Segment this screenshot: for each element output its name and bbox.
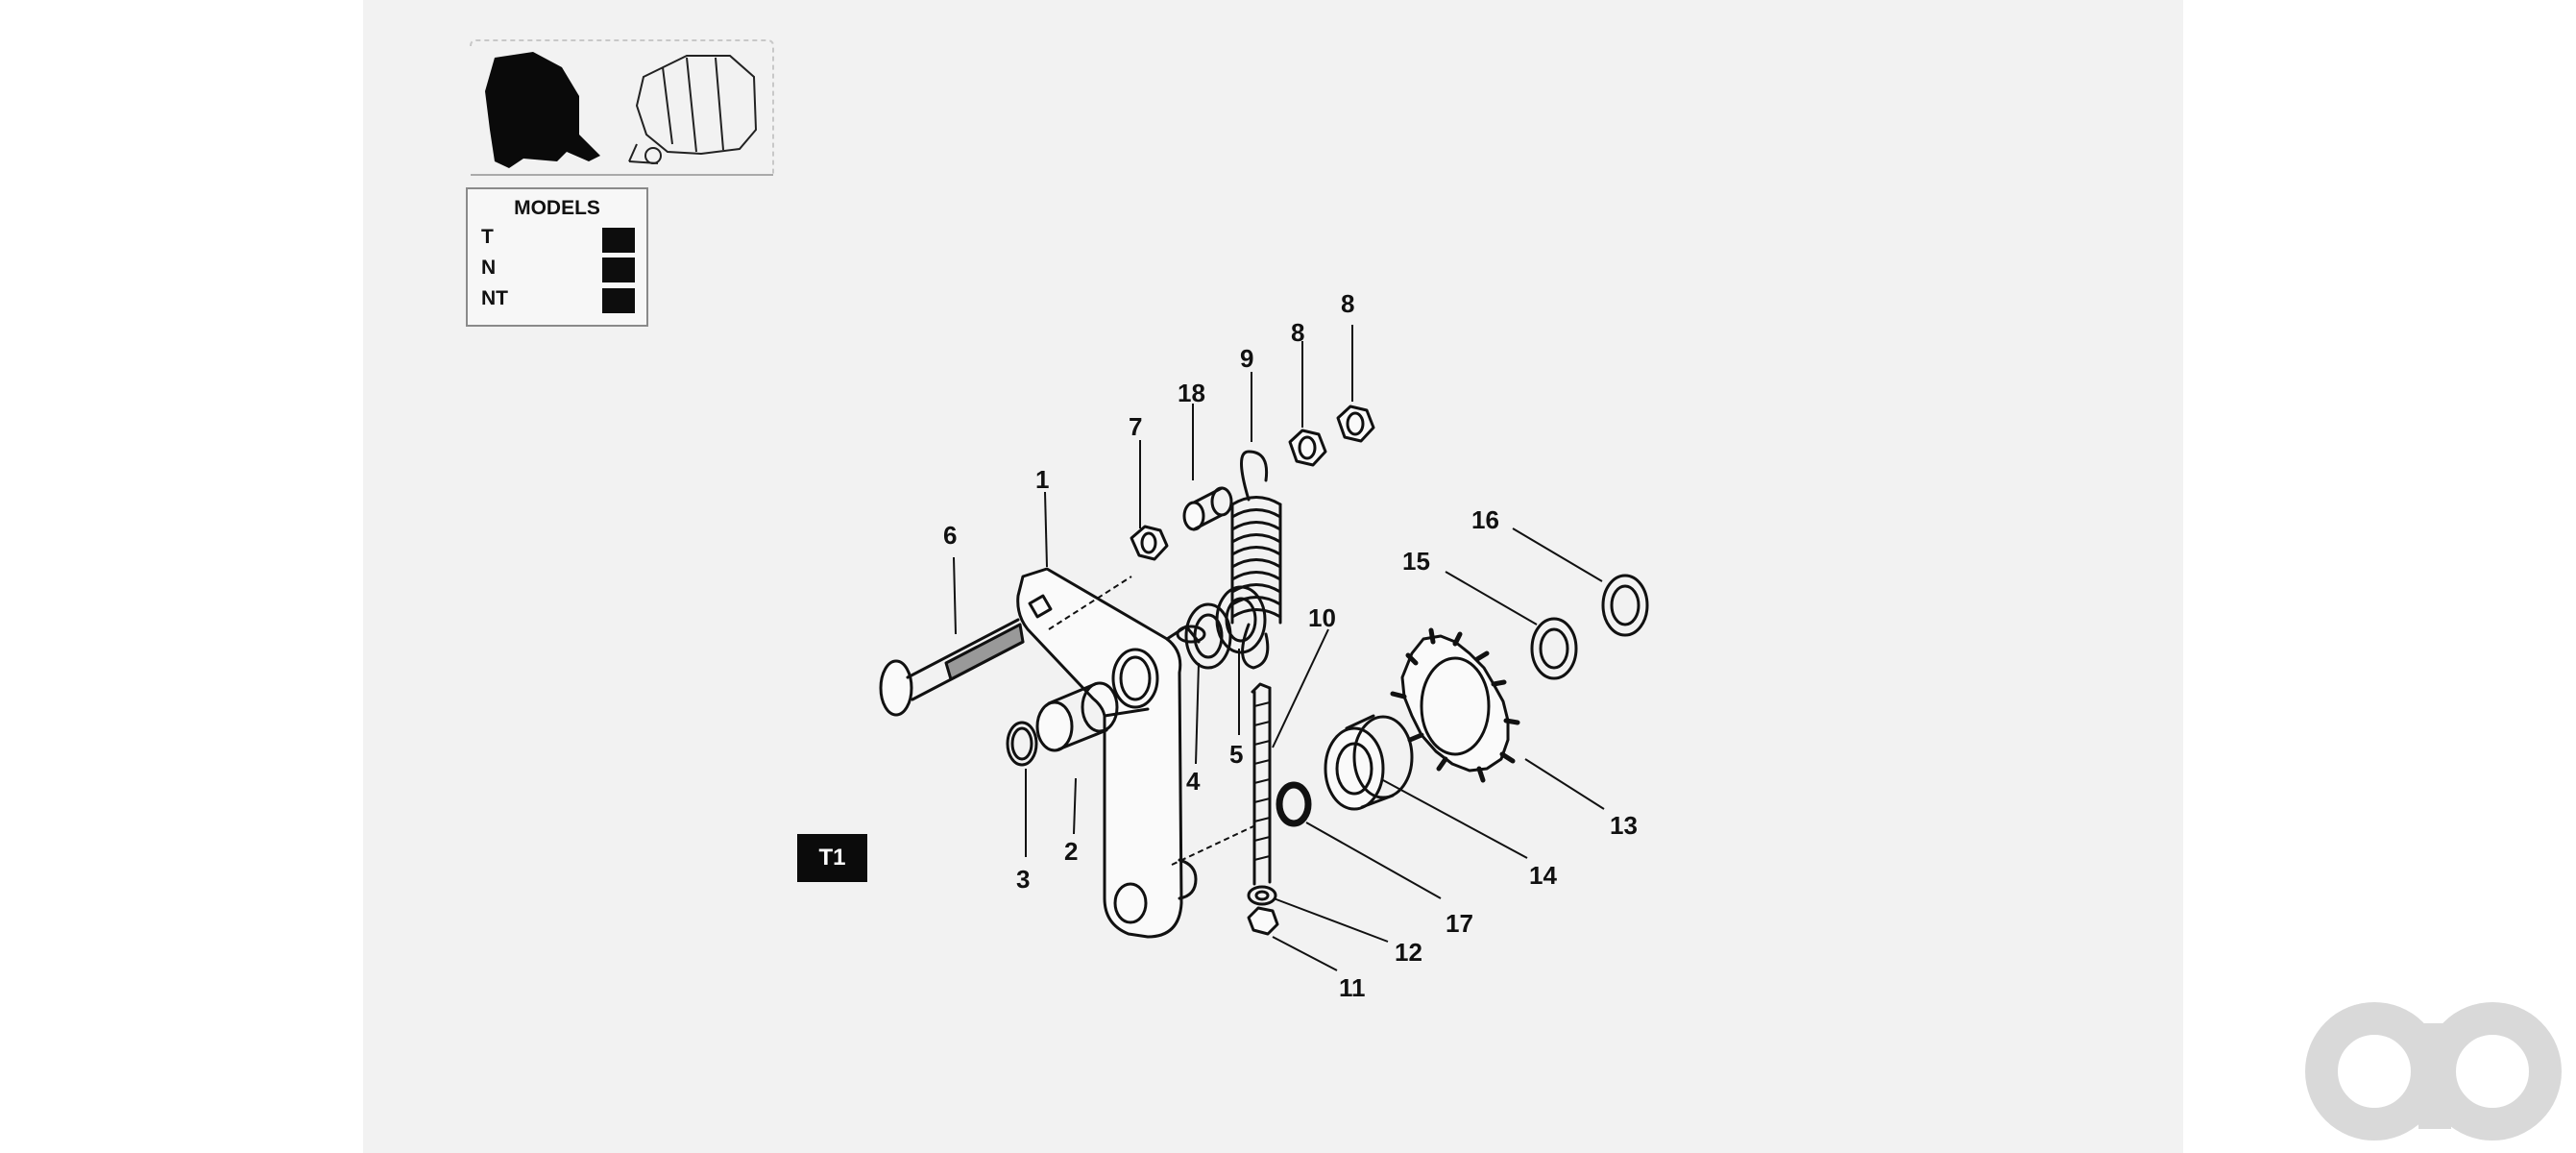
bolt [879, 618, 1025, 717]
bearing [1324, 714, 1414, 811]
callout-6: 6 [943, 521, 957, 550]
washer [1530, 617, 1578, 680]
ao-logo-icon [2305, 1002, 2562, 1141]
nut [1288, 429, 1327, 467]
tension-spring [1230, 450, 1282, 670]
callout-4: 4 [1186, 767, 1201, 796]
washer [1601, 574, 1649, 637]
nut [1336, 405, 1375, 443]
callout-5: 5 [1229, 740, 1243, 769]
callout-12: 12 [1395, 938, 1422, 967]
callout-1: 1 [1035, 465, 1049, 494]
baler-outline-icon [628, 55, 758, 164]
models-box: MODELS T N NT [466, 187, 648, 327]
seal-ring [1276, 781, 1312, 827]
models-title: MODELS [514, 197, 600, 219]
callout-2: 2 [1064, 837, 1078, 866]
callout-13: 13 [1610, 811, 1638, 840]
model-row-label: NT [481, 287, 508, 309]
sprocket [1390, 627, 1520, 783]
nut [1247, 906, 1279, 936]
callout-15: 15 [1402, 547, 1430, 576]
callout-10: 10 [1308, 603, 1336, 632]
callout-8: 8 [1341, 289, 1354, 318]
callout-3: 3 [1016, 865, 1030, 894]
model-selected-box [602, 228, 635, 253]
callout-14: 14 [1529, 861, 1557, 890]
callout-17: 17 [1446, 909, 1473, 938]
callout-18: 18 [1178, 379, 1205, 407]
spring-sleeve [1182, 486, 1233, 531]
model-row-label: N [481, 257, 497, 279]
nut [1130, 525, 1169, 561]
callout-labels: 1 2 3 4 5 6 7 8 8 9 10 11 12 13 14 15 16… [943, 289, 1638, 1002]
bushing [1035, 681, 1119, 752]
snap-ring [1006, 721, 1038, 767]
lever-arm [1016, 567, 1206, 939]
model-row-label: T [481, 226, 494, 248]
callout-11: 11 [1339, 973, 1366, 1002]
washer [1247, 885, 1277, 906]
leader-lines [953, 325, 1605, 971]
threaded-rod [1251, 682, 1272, 886]
model-selected-box [602, 288, 635, 313]
callout-9: 9 [1240, 344, 1253, 373]
model-silhouettes [470, 39, 774, 176]
baler-filled-icon [485, 52, 600, 168]
model-selected-box [602, 258, 635, 282]
callout-16: 16 [1471, 505, 1499, 534]
view-tag: T1 [797, 834, 867, 882]
callout-7: 7 [1129, 412, 1142, 441]
callout-8: 8 [1291, 318, 1304, 347]
